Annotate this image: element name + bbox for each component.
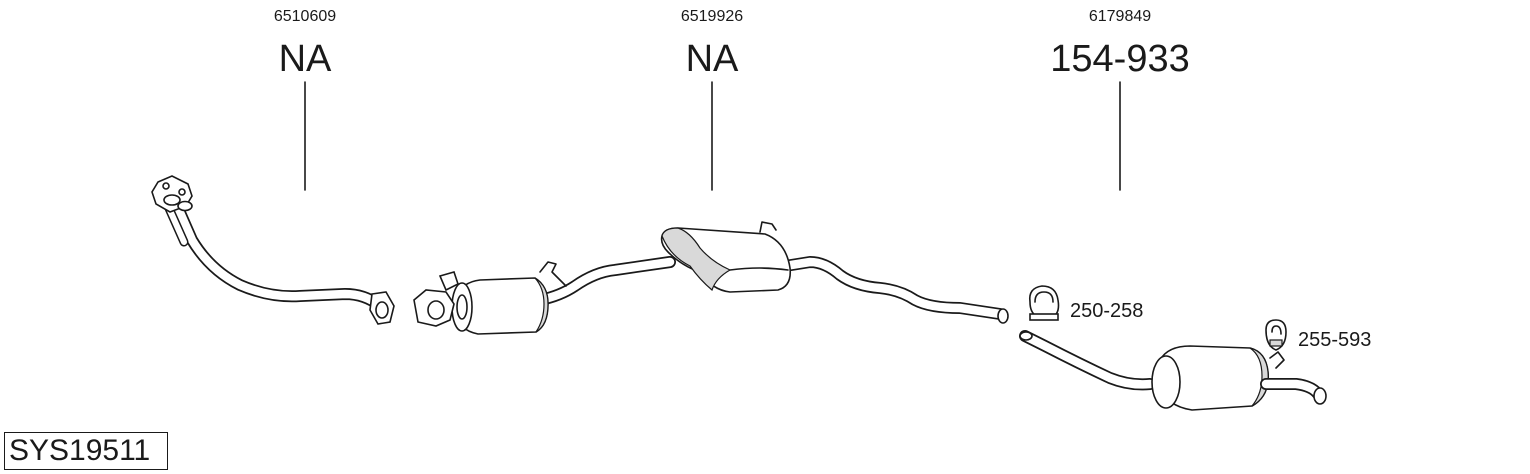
- oem-number-front-pipe: 6510609: [273, 8, 337, 25]
- front-pipe-icon[interactable]: [151, 175, 395, 325]
- oem-number-middle-section: 6519926: [680, 8, 744, 25]
- part-label-middle-section[interactable]: NA: [685, 38, 739, 80]
- accessory-label-hanger[interactable]: 255-593: [1298, 329, 1372, 351]
- accessory-label-clamp[interactable]: 250-258: [1070, 300, 1144, 322]
- part-label-rear-silencer[interactable]: 154-933: [1050, 38, 1190, 80]
- rubber-hanger-icon[interactable]: [1265, 319, 1287, 351]
- pipe-clamp-icon[interactable]: [1028, 285, 1060, 321]
- system-code-box: SYS19511: [4, 432, 168, 470]
- rear-silencer-icon[interactable]: [1019, 330, 1327, 411]
- middle-section-icon[interactable]: [413, 221, 1009, 335]
- oem-number-rear-silencer: 6179849: [1088, 8, 1152, 25]
- part-label-front-pipe[interactable]: NA: [278, 38, 332, 80]
